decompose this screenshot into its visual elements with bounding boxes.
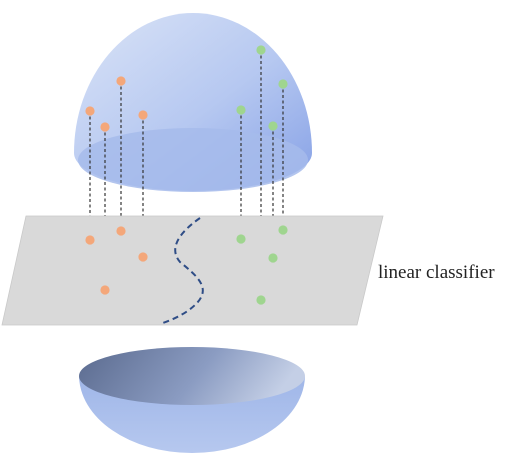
classifier-plane [1,215,384,326]
class-b-point [278,79,288,89]
class-a-point [138,110,148,120]
class-b-point [268,253,278,263]
class-a-point [138,252,148,262]
class-a-point [100,122,110,132]
class-b-point [268,121,278,131]
class-a-point [85,106,95,116]
class-b-point [236,105,246,115]
class-b-point [256,295,266,305]
sphere-points [85,45,288,132]
class-b-point [278,225,288,235]
class-a-point [85,235,95,245]
lower-hemisphere [79,347,305,453]
bowl-body [79,375,305,453]
class-b-point [236,234,246,244]
class-b-point [256,45,266,55]
class-a-point [116,226,126,236]
bowl-rim [79,347,305,405]
class-a-point [116,76,126,86]
class-a-point [100,285,110,295]
upper-hemisphere [74,13,312,192]
decision-boundary [159,217,204,325]
plane-surface [1,215,384,326]
plane-label: linear classifier [378,262,495,283]
plane-points [85,225,288,305]
dome-base [78,128,308,192]
